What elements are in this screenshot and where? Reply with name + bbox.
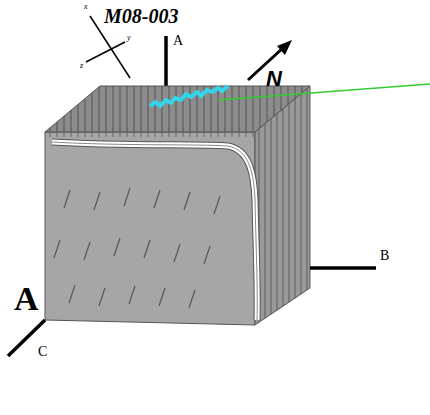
foliation-tick — [218, 132, 219, 137]
cleavage-slash — [144, 240, 150, 258]
vein — [150, 86, 228, 106]
foliation-tick — [211, 132, 212, 137]
foliation-tick — [120, 132, 121, 137]
foliation-tick — [239, 132, 240, 137]
foliation-tick — [134, 132, 135, 137]
foliation-tick — [106, 132, 107, 137]
axis-line-a — [164, 36, 168, 88]
axis-line-b — [310, 266, 376, 270]
fold-layer — [52, 142, 257, 320]
cleavage-slash — [159, 288, 165, 306]
axis-label: A — [173, 34, 183, 48]
cleavage-slash — [124, 188, 130, 206]
cleavage-slash — [214, 196, 220, 214]
top-face — [45, 86, 310, 132]
front-face — [45, 132, 255, 325]
cleavage-slash — [114, 238, 120, 256]
cleavage-slash — [54, 240, 60, 258]
foliation-tick — [253, 132, 254, 137]
axis-symbol-label: x — [84, 3, 88, 11]
cleavage-slash — [94, 192, 100, 210]
foliation-tick — [155, 132, 156, 137]
foliation-tick — [78, 132, 79, 137]
foliation-tick — [169, 132, 170, 137]
cleavage-slash — [84, 242, 90, 260]
axis-symbol-label: z — [80, 62, 83, 70]
cleavage-slash — [154, 190, 160, 208]
foliation-tick — [127, 132, 128, 137]
foliation-tick — [246, 132, 247, 137]
cleavage-slash — [99, 288, 105, 306]
axis-label: B — [380, 249, 389, 263]
foliation-tick — [197, 132, 198, 137]
cleavage-slash — [174, 244, 180, 262]
foliation-tick — [71, 132, 72, 137]
panel-letter: A — [14, 282, 39, 316]
foliation-tick — [162, 132, 163, 137]
foliation-tick — [50, 132, 51, 137]
cleavage-slash — [64, 190, 70, 208]
foliation-tick — [57, 132, 58, 137]
foliation-tick — [92, 132, 93, 137]
section-line — [218, 84, 430, 100]
foliation-tick — [141, 132, 142, 137]
foliation-tick — [232, 132, 233, 137]
sample-id: M08-003 — [104, 6, 178, 26]
foliation-tick — [64, 132, 65, 137]
cleavage-slash — [189, 290, 195, 308]
cleavage-slash — [69, 285, 75, 303]
foliation-tick — [148, 132, 149, 137]
foliation-tick — [183, 132, 184, 137]
foliation-tick — [225, 132, 226, 137]
cleavage-slash — [129, 286, 135, 304]
foliation-tick — [113, 132, 114, 137]
foliation-tick — [204, 132, 205, 137]
axis-symbol-label: y — [127, 34, 131, 42]
cleavage-slash — [204, 246, 210, 264]
north-label: N — [266, 68, 282, 90]
axis-label: C — [38, 345, 47, 359]
foliation-tick — [99, 132, 100, 137]
cleavage-slash — [184, 192, 190, 210]
foliation-tick — [85, 132, 86, 137]
foliation-tick — [190, 132, 191, 137]
foliation-tick — [176, 132, 177, 137]
